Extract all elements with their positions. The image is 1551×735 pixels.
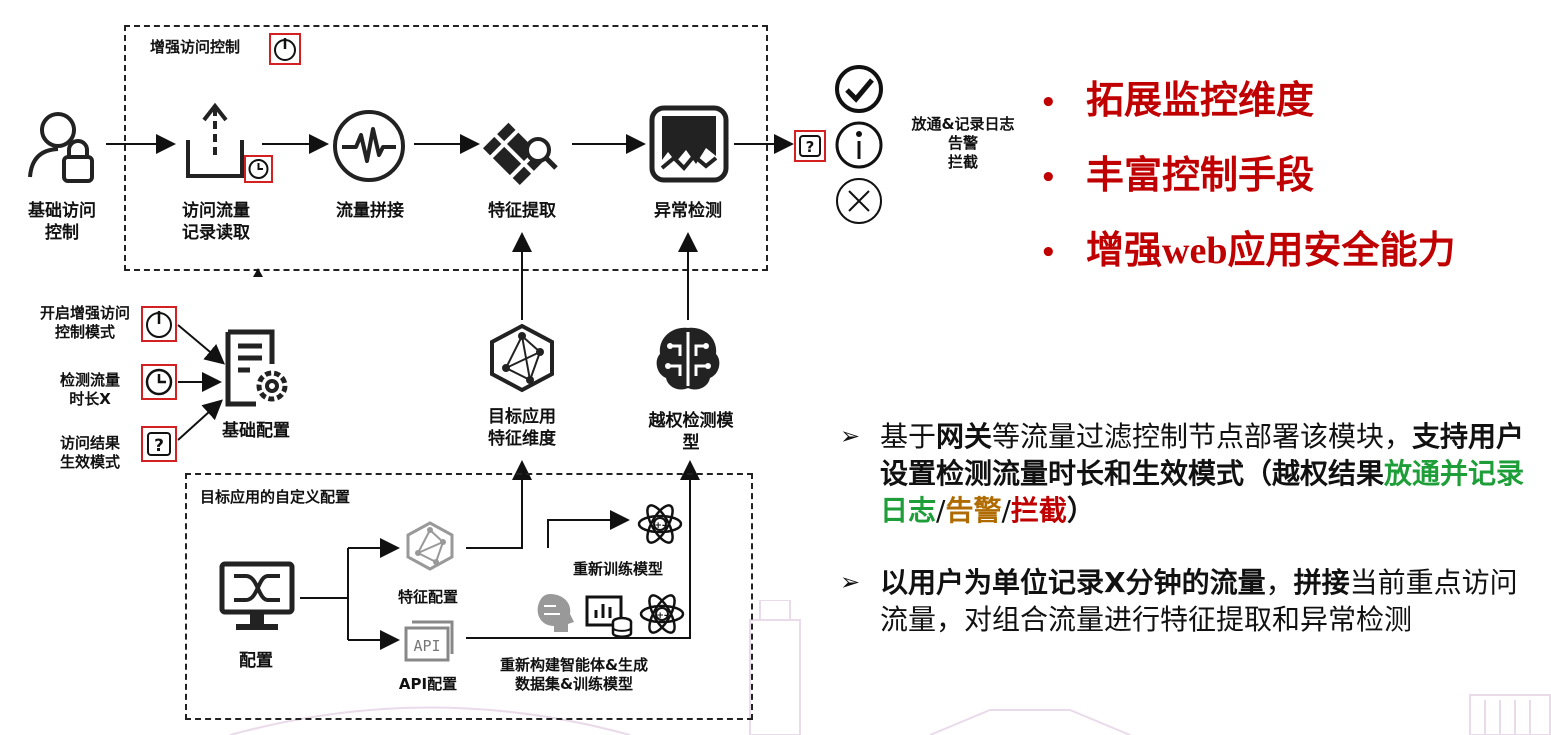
paragraph-1-text: 基于网关等流量过滤控制节点部署该模块，支持用户设置检测流量时长和生效模式（越权结… xyxy=(880,418,1530,529)
bullet-item-3: •增强web应用安全能力 xyxy=(1040,228,1456,272)
arrow-bullet-icon: ➢ xyxy=(840,422,861,450)
power-icon xyxy=(146,311,172,338)
power-icon xyxy=(274,38,296,61)
arrow-bullet-icon: ➢ xyxy=(840,568,861,596)
clock-icon xyxy=(248,159,269,179)
feature-config-label: 特征配置 xyxy=(397,588,458,606)
svg-text:+-: +- xyxy=(656,611,668,621)
config-label: 配置 xyxy=(239,651,273,671)
retrain-label: 重新训练模型 xyxy=(572,560,663,578)
paragraph-segment: ， xyxy=(1265,566,1294,599)
target-feature-label: 目标应用 特征维度 xyxy=(488,407,556,449)
paragraph-segment: 告警 xyxy=(945,494,1002,527)
svg-text:?: ? xyxy=(806,138,815,156)
basic-config-label: 基础配置 xyxy=(222,421,290,441)
paragraph-segment: 网关 xyxy=(936,420,993,453)
bullet-text-2: 丰富控制手段 xyxy=(1086,153,1315,197)
bullet-text-1: 拓展监控维度 xyxy=(1086,78,1315,122)
detect-duration-label: 检测流量 时长X xyxy=(59,371,120,408)
paragraph-segment: / xyxy=(936,494,946,527)
description-paragraph-2: ➢ 以用户为单位记录X分钟的流量，拼接当前重点访问流量，对组合流量进行特征提取和… xyxy=(840,564,1530,638)
user-lock-icon xyxy=(28,112,94,183)
basic-access-label: 基础访问 控制 xyxy=(28,201,96,243)
data-chart-db-icon xyxy=(585,595,633,638)
outcome-alert: 告警 xyxy=(947,134,978,152)
enable-mode-box xyxy=(141,306,177,342)
priv-model-label: 越权检测模 型 xyxy=(648,411,734,453)
atom-icon: +- xyxy=(639,594,685,634)
enhanced-access-control-box xyxy=(124,25,768,271)
power-icon-box xyxy=(269,33,301,65)
svg-text:?: ? xyxy=(154,436,164,456)
x-circle-icon xyxy=(836,178,882,224)
svg-text:+-: +- xyxy=(654,521,666,531)
question-icon: ? xyxy=(147,432,171,456)
feature-config-icon xyxy=(406,521,454,571)
api-icon-text: API xyxy=(413,637,440,655)
paragraph-segment: 支持用户设置检测流量时长和生效模式（越权结果 xyxy=(880,420,1525,490)
atom-icon: +- xyxy=(637,504,683,544)
api-icon: API xyxy=(404,620,454,662)
paragraph-segment: 当前重点访问流量，对组合流量进行特征提取和异常检测 xyxy=(880,566,1518,636)
custom-config-title: 目标应用的自定义配置 xyxy=(200,488,351,506)
info-circle-icon xyxy=(835,121,883,169)
paragraph-segment: 以用户为单位记录X分钟的流量 xyxy=(880,566,1266,599)
rebuild-label: 重新构建智能体&生成 数据集&训练模型 xyxy=(499,656,649,693)
outcome-block: 拦截 xyxy=(947,153,978,171)
api-config-label: API配置 xyxy=(398,675,458,693)
anomaly-chart-icon xyxy=(649,105,729,183)
grid-search-icon xyxy=(482,122,558,186)
result-mode-label: 访问结果 生效模式 xyxy=(59,434,120,471)
clock-icon xyxy=(145,368,173,396)
paragraph-segment: 拼接 xyxy=(1293,566,1350,599)
bullet-text-3: 增强web应用安全能力 xyxy=(1086,228,1456,272)
watermark-building xyxy=(230,600,1551,735)
monitor-config-icon xyxy=(219,561,295,630)
result-mode-box: ? xyxy=(141,426,177,462)
feature-network-icon xyxy=(490,323,554,393)
config-document-gear-icon xyxy=(225,329,288,407)
ai-head-icon xyxy=(537,594,574,632)
enhanced-access-control-title: 增强访问控制 xyxy=(150,38,241,56)
anomaly-label: 异常检测 xyxy=(654,201,722,221)
waveform-icon xyxy=(333,110,405,182)
paragraph-segment: 基于 xyxy=(880,420,937,453)
bullet-item-1: •拓展监控维度 xyxy=(1040,78,1315,122)
record-read-label: 访问流量 记录读取 xyxy=(182,201,250,243)
clock-icon-box-small xyxy=(244,155,273,183)
paragraph-segment: ） xyxy=(1066,494,1095,527)
custom-config-box xyxy=(185,473,753,720)
outcome-pass-log: 放通&记录日志 xyxy=(911,115,1015,133)
paragraph-segment: / xyxy=(1001,494,1011,527)
enable-mode-label: 开启增强访问 控制模式 xyxy=(39,304,130,341)
bullet-item-2: •丰富控制手段 xyxy=(1040,153,1315,197)
paragraph-segment: 拦截 xyxy=(1010,494,1067,527)
paragraph-segment: 放通并记录日志 xyxy=(880,457,1525,527)
upload-tray-icon xyxy=(186,102,244,178)
detect-duration-box xyxy=(141,364,177,400)
brain-circuit-icon xyxy=(656,327,720,390)
paragraph-segment: 等流量过滤控制节点部署该模块， xyxy=(992,420,1413,453)
check-circle-icon xyxy=(835,65,883,113)
stitch-label: 流量拼接 xyxy=(336,201,404,221)
description-paragraph-1: ➢ 基于网关等流量过滤控制节点部署该模块，支持用户设置检测流量时长和生效模式（越… xyxy=(840,418,1530,529)
paragraph-2-text: 以用户为单位记录X分钟的流量，拼接当前重点访问流量，对组合流量进行特征提取和异常… xyxy=(880,564,1530,638)
outcome-question-box: ? xyxy=(794,130,826,162)
feature-extract-label: 特征提取 xyxy=(488,201,556,221)
question-icon: ? xyxy=(799,135,821,157)
